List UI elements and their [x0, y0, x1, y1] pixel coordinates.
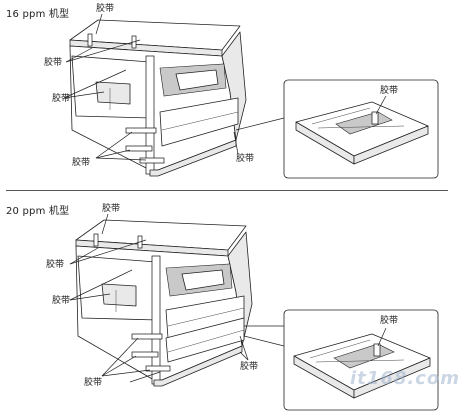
paper-cassette-front [159, 97, 239, 147]
figure-20ppm: 20 ppm 机型 [0, 196, 458, 415]
tape-label: 胶带 [72, 158, 91, 168]
tape-label: 胶带 [380, 316, 399, 326]
tape-label: 胶带 [236, 154, 255, 164]
section-divider [6, 190, 448, 191]
tape-label: 胶带 [102, 204, 121, 214]
tape-label: 胶带 [84, 378, 103, 388]
tape-label: 胶带 [52, 94, 71, 104]
copier-illustration-20ppm [69, 213, 439, 411]
tape-strip-vertical [145, 55, 155, 175]
tape-strip-vertical [151, 255, 161, 385]
tape-label: 胶带 [44, 58, 63, 68]
model-title-20ppm: 20 ppm 机型 [6, 206, 70, 217]
tape-label: 胶带 [96, 4, 115, 14]
copier-illustration-16ppm [63, 13, 439, 179]
watermark: it168.com [350, 368, 458, 389]
model-title-16ppm: 16 ppm 机型 [6, 9, 70, 20]
tape-label: 胶带 [240, 362, 259, 372]
tape-label: 胶带 [52, 296, 71, 306]
tape-label: 胶带 [46, 260, 65, 270]
tape-label: 胶带 [380, 86, 399, 96]
figure-16ppm: 16 ppm 机型 [0, 0, 458, 188]
